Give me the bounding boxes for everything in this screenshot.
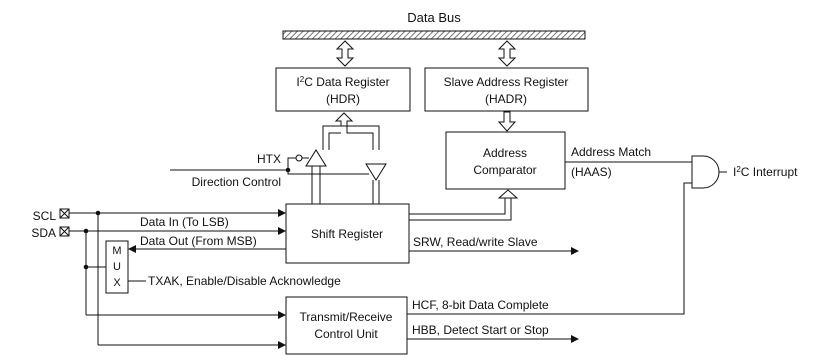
hdr-shift-data-paths — [322, 112, 380, 150]
mux-letter-x: X — [113, 277, 121, 289]
scl-pin: SCL — [33, 208, 70, 223]
direction-control-label: Direction Control — [192, 175, 281, 189]
interrupt-output: I2C Interrupt — [719, 165, 798, 179]
htx-signal: HTX Direction Control — [170, 152, 369, 189]
data-bus — [282, 30, 586, 40]
bus-hadr-bidirectional-arrow — [497, 40, 517, 67]
shift-register-label: Shift Register — [311, 227, 383, 241]
data-out-label: Data Out (From MSB) — [140, 234, 257, 248]
srw-label: SRW, Read/write Slave — [413, 235, 538, 249]
sda-label: SDA — [31, 226, 56, 240]
data-in-label: Data In (To LSB) — [140, 215, 229, 229]
mux-letter-m: M — [112, 245, 121, 257]
txak-label: TXAK, Enable/Disable Acknowledge — [148, 274, 341, 288]
address-match-output: Address Match (HAAS) — [565, 145, 692, 179]
mux-block: M U X — [105, 240, 129, 294]
scl-label: SCL — [33, 209, 57, 223]
htx-junction-dot — [285, 167, 291, 173]
hdr-subtitle: (HDR) — [326, 92, 360, 106]
rx-tristate-buffer — [365, 163, 387, 204]
control-unit-block: Transmit/Receive Control Unit — [285, 296, 408, 355]
control-unit-subtitle: Control Unit — [314, 327, 378, 341]
address-match-label: Address Match — [571, 145, 651, 159]
sda-pin: SDA — [31, 226, 70, 240]
tx-tristate-buffer — [305, 149, 327, 204]
htx-inversion-bubble — [295, 154, 303, 162]
data-out-wiring: Data Out (From MSB) TXAK, Enable/Disable… — [83, 234, 341, 288]
hdr-title: I2C Data Register — [296, 75, 389, 89]
hadr-block: Slave Address Register (HADR) — [424, 67, 589, 112]
interrupt-label: I2C Interrupt — [733, 165, 798, 179]
shift-to-comparator-path — [409, 189, 519, 221]
mux-letter-u: U — [113, 261, 121, 273]
hdr-block: I2C Data Register (HDR) — [275, 67, 411, 112]
hbb-label: HBB, Detect Start or Stop — [412, 323, 549, 337]
hadr-subtitle: (HADR) — [485, 92, 527, 106]
hbb-output: HBB, Detect Start or Stop — [407, 323, 579, 343]
data-bus-label: Data Bus — [407, 10, 461, 25]
htx-label: HTX — [257, 152, 281, 166]
hadr-title: Slave Address Register — [444, 75, 569, 89]
sda-wiring: Data In (To LSB) — [69, 215, 286, 319]
control-unit-title: Transmit/Receive — [300, 310, 393, 324]
comparator-subtitle: Comparator — [473, 163, 536, 177]
bus-hdr-bidirectional-arrow — [335, 40, 355, 67]
srw-output: SRW, Read/write Slave — [409, 235, 579, 255]
comparator-title: Address — [483, 146, 527, 160]
hadr-to-comparator-arrow — [497, 111, 517, 132]
comparator-block: Address Comparator — [445, 131, 566, 190]
and-gate — [691, 155, 720, 189]
haas-label: (HAAS) — [571, 165, 612, 179]
hcf-label: HCF, 8-bit Data Complete — [412, 298, 549, 312]
hcf-output: HCF, 8-bit Data Complete — [407, 182, 692, 315]
shift-register-block: Shift Register — [285, 203, 410, 264]
scl-wiring — [69, 209, 286, 349]
